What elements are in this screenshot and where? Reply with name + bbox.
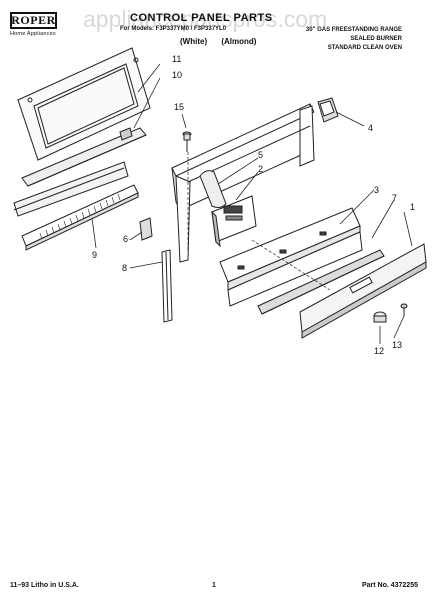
part-13-small-screw bbox=[400, 303, 408, 316]
brand-subtitle: Home Appliances bbox=[10, 31, 56, 37]
callout-9: 9 bbox=[92, 250, 97, 260]
part-3-control-panel bbox=[219, 207, 363, 307]
watermark: appliancepartspros.com bbox=[83, 6, 328, 32]
model-line: For Models: F3P337YM0 / F3P337YL0 bbox=[120, 26, 227, 32]
part-5-cover bbox=[199, 170, 227, 209]
callout-labels: 1 2 3 4 5 6 7 8 9 10 11 12 13 15 bbox=[92, 54, 415, 356]
callout-10: 10 bbox=[172, 70, 182, 80]
part-9-vent-grille bbox=[21, 184, 139, 251]
callout-2: 2 bbox=[258, 164, 263, 174]
callout-15: 15 bbox=[174, 102, 184, 112]
brand-logo: ROPER bbox=[10, 12, 57, 29]
alignment-lines bbox=[187, 152, 331, 291]
color-almond: (Almond) bbox=[221, 37, 257, 46]
part-7-trim-channel bbox=[257, 249, 385, 315]
callout-13: 13 bbox=[392, 340, 402, 350]
part-8-lower-bracket bbox=[161, 249, 173, 323]
color-options: (White) (Almond) bbox=[180, 37, 268, 46]
part-15-screw bbox=[182, 131, 192, 152]
page-title: CONTROL PANEL PARTS bbox=[130, 12, 273, 24]
brand-name: ROPER bbox=[11, 13, 56, 27]
part-10-trim-bracket bbox=[21, 127, 147, 187]
part-12-knob bbox=[373, 311, 387, 323]
description-line-3: STANDARD CLEAN OVEN bbox=[327, 45, 402, 51]
callout-7: 7 bbox=[392, 193, 397, 203]
part-11-upper-back-panel bbox=[17, 47, 151, 161]
part-2-control-module bbox=[211, 195, 257, 248]
part-6-side-clip bbox=[139, 217, 153, 241]
footer-page-number: 1 bbox=[212, 582, 216, 589]
description-line-2: SEALED BURNER bbox=[350, 36, 402, 42]
callout-5: 5 bbox=[258, 150, 263, 160]
callout-8: 8 bbox=[122, 263, 127, 273]
part-4-end-bracket bbox=[317, 97, 339, 123]
lower-back-strip bbox=[13, 161, 129, 217]
callout-6: 6 bbox=[123, 234, 128, 244]
color-white: (White) bbox=[180, 37, 208, 46]
footer-litho: 11–93 Litho in U.S.A. bbox=[10, 582, 79, 589]
callout-11: 11 bbox=[172, 54, 181, 64]
product-description: 30" GAS FREESTANDING RANGE SEALED BURNER… bbox=[306, 26, 402, 53]
leader-lines bbox=[91, 63, 413, 344]
part-1-faceplate bbox=[299, 243, 427, 339]
callout-12: 12 bbox=[374, 346, 384, 356]
callout-1: 1 bbox=[410, 202, 415, 212]
callout-3: 3 bbox=[374, 185, 379, 195]
description-line-1: 30" GAS FREESTANDING RANGE bbox=[305, 27, 402, 33]
footer-part-number: Part No. 4372255 bbox=[361, 582, 418, 589]
callout-4: 4 bbox=[368, 123, 373, 133]
